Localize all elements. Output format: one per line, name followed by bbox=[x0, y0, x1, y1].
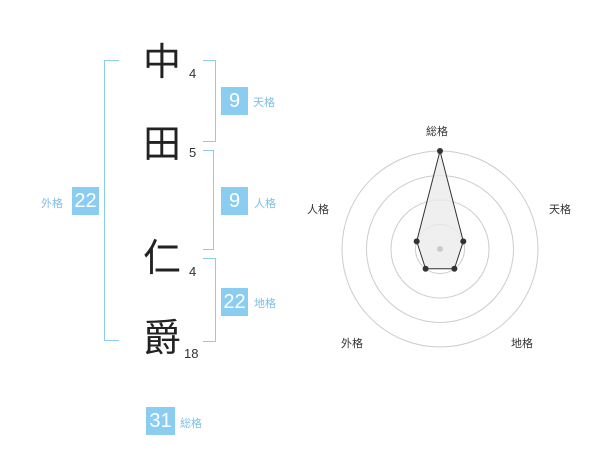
radar-axis-label-jinkaku: 人格 bbox=[307, 203, 329, 216]
tenkaku-bracket bbox=[203, 60, 216, 142]
stroke-count-2: 5 bbox=[189, 145, 197, 160]
chikaku-value-badge: 22 bbox=[221, 288, 248, 316]
radar-point-3 bbox=[451, 265, 458, 272]
tenkaku-label: 天格 bbox=[253, 96, 275, 109]
soukaku-label: 総格 bbox=[180, 417, 202, 430]
tenkaku-value-badge: 9 bbox=[221, 87, 248, 115]
radar-axis-label-chikaku: 地格 bbox=[511, 337, 533, 350]
soukaku-value-badge: 31 bbox=[146, 407, 175, 435]
jinkaku-value-badge: 9 bbox=[221, 187, 248, 215]
radar-axis-label-gaikaku: 外格 bbox=[341, 337, 363, 350]
chikaku-bracket bbox=[203, 258, 216, 342]
radar-point-5 bbox=[413, 238, 420, 245]
radar-series-polygon bbox=[416, 150, 464, 270]
radar-point-4 bbox=[422, 265, 429, 272]
radar-center-point bbox=[437, 246, 443, 252]
radar-axis-label-soukaku: 総格 bbox=[426, 125, 448, 138]
stroke-count-3: 4 bbox=[189, 264, 197, 279]
name-char-1: 中 bbox=[143, 40, 182, 84]
stroke-count-1: 4 bbox=[189, 66, 197, 81]
gaikaku-bracket bbox=[104, 60, 119, 341]
radar-point-1 bbox=[437, 148, 443, 154]
name-char-4: 爵 bbox=[143, 316, 182, 360]
jinkaku-label: 人格 bbox=[254, 197, 276, 210]
gaikaku-label: 外格 bbox=[41, 197, 63, 210]
name-char-3: 仁 bbox=[143, 236, 182, 280]
chikaku-label: 地格 bbox=[254, 297, 276, 310]
name-char-2: 田 bbox=[143, 122, 182, 166]
gaikaku-value-badge: 22 bbox=[72, 187, 99, 215]
stroke-count-4: 18 bbox=[184, 346, 199, 361]
radar-axis-label-tenkaku: 天格 bbox=[549, 203, 571, 216]
radar-point-2 bbox=[460, 238, 467, 245]
jinkaku-bracket bbox=[203, 150, 214, 250]
